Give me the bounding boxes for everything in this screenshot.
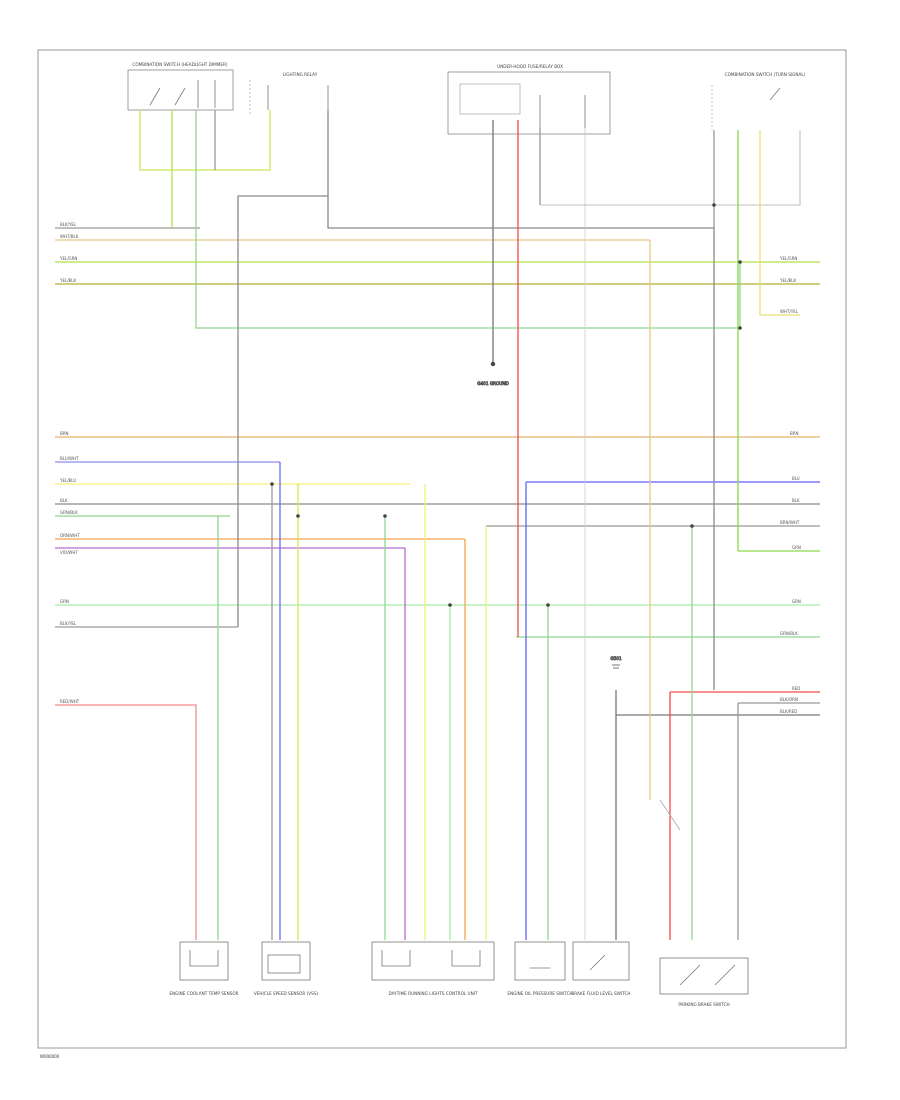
label-red-r: RED bbox=[792, 686, 800, 691]
label-grn-blk-r: GRN/BLK bbox=[780, 631, 798, 636]
ground-symbols: G401 GROUND G501 bbox=[477, 381, 622, 669]
top-right-switch-label: COMBINATION SWITCH (TURN SIGNAL) bbox=[725, 72, 806, 77]
top-left-switch-label: COMBINATION SWITCH (HEADLIGHT DIMMER) bbox=[132, 62, 228, 67]
bottom-2-label: VEHICLE SPEED SENSOR (VSS) bbox=[254, 991, 319, 996]
label-blu-r: BLU bbox=[792, 476, 800, 481]
top-fuse-left-label: LIGHTING RELAY bbox=[283, 72, 318, 77]
label-yel-grn-r: YEL/GRN bbox=[779, 256, 797, 261]
bottom-5-label: BRAKE FLUID LEVEL SWITCH bbox=[571, 991, 630, 996]
wire-buses bbox=[55, 227, 820, 716]
top-fuse-right-box: UNDER-HOOD FUSE/RELAY BOX bbox=[447, 64, 611, 135]
label-grn-r: GRN bbox=[792, 545, 801, 550]
label-wht-yel-r: WHT/YEL bbox=[780, 309, 799, 314]
label-blk-yel: BLK/YEL bbox=[60, 222, 77, 227]
label-blk-yel-2: BLK/YEL bbox=[60, 621, 77, 626]
label-wht-blk: WHT/BLK bbox=[60, 234, 79, 239]
bottom-labels: ENGINE COOLANT TEMP SENSOR VEHICLE SPEED… bbox=[169, 991, 729, 1007]
bottom-6-label: PARKING BRAKE SWITCH bbox=[678, 1002, 729, 1007]
top-left-switch-box: COMBINATION SWITCH (HEADLIGHT DIMMER) bbox=[127, 62, 234, 111]
label-blu-wht: BLU/WHT bbox=[60, 456, 79, 461]
wire-labels: BLK/YEL WHT/BLK YEL/GRN YEL/BLK BRN BLU/… bbox=[59, 222, 801, 714]
label-blk-r: BLK bbox=[792, 498, 800, 503]
bottom-3-label: DAYTIME RUNNING LIGHTS CONTROL UNIT bbox=[388, 991, 478, 996]
label-grn-r2: GRN bbox=[792, 599, 801, 604]
label-brn-r: BRN bbox=[790, 431, 799, 436]
top-fuse-left-box: LIGHTING RELAY bbox=[249, 72, 329, 115]
label-grn: GRN bbox=[60, 599, 69, 604]
label-blk: BLK bbox=[60, 498, 68, 503]
label-yel-blk-r: YEL/BLK bbox=[779, 278, 797, 283]
label-yel-blk: YEL/BLK bbox=[59, 278, 77, 283]
label-yel-blu: YEL/BLU bbox=[59, 478, 76, 483]
splice-dots bbox=[270, 203, 742, 607]
label-vio-wht: VIO/WHT bbox=[60, 550, 78, 555]
top-fuse-right-label: UNDER-HOOD FUSE/RELAY BOX bbox=[497, 64, 563, 69]
label-org-wht: ORN/WHT bbox=[60, 533, 80, 538]
label-brn: BRN bbox=[60, 431, 69, 436]
mid-right-ground-label: G501 bbox=[610, 656, 622, 661]
top-right-switch-box: COMBINATION SWITCH (TURN SIGNAL) bbox=[711, 72, 806, 130]
bottom-4-label: ENGINE OIL PRESSURE SWITCH bbox=[507, 991, 572, 996]
bottom-1-label: ENGINE COOLANT TEMP SENSOR bbox=[169, 991, 238, 996]
diagram-frame bbox=[37, 49, 847, 1049]
label-yel-grn: YEL/GRN bbox=[59, 256, 77, 261]
wire-verticals bbox=[55, 110, 801, 940]
label-red-wht: RED/WHT bbox=[60, 699, 80, 704]
label-grn-blk: GRN/BLK bbox=[60, 510, 78, 515]
label-blk-red-r: BLK/RED bbox=[780, 709, 797, 714]
label-brn-wht-r: BRN/WHT bbox=[780, 520, 800, 525]
ground-mid-label: G401 GROUND bbox=[477, 381, 508, 386]
footer-id: W000000 bbox=[40, 1054, 60, 1059]
bottom-components bbox=[179, 799, 749, 995]
label-blk-org-r: BLK/ORN bbox=[780, 697, 798, 702]
